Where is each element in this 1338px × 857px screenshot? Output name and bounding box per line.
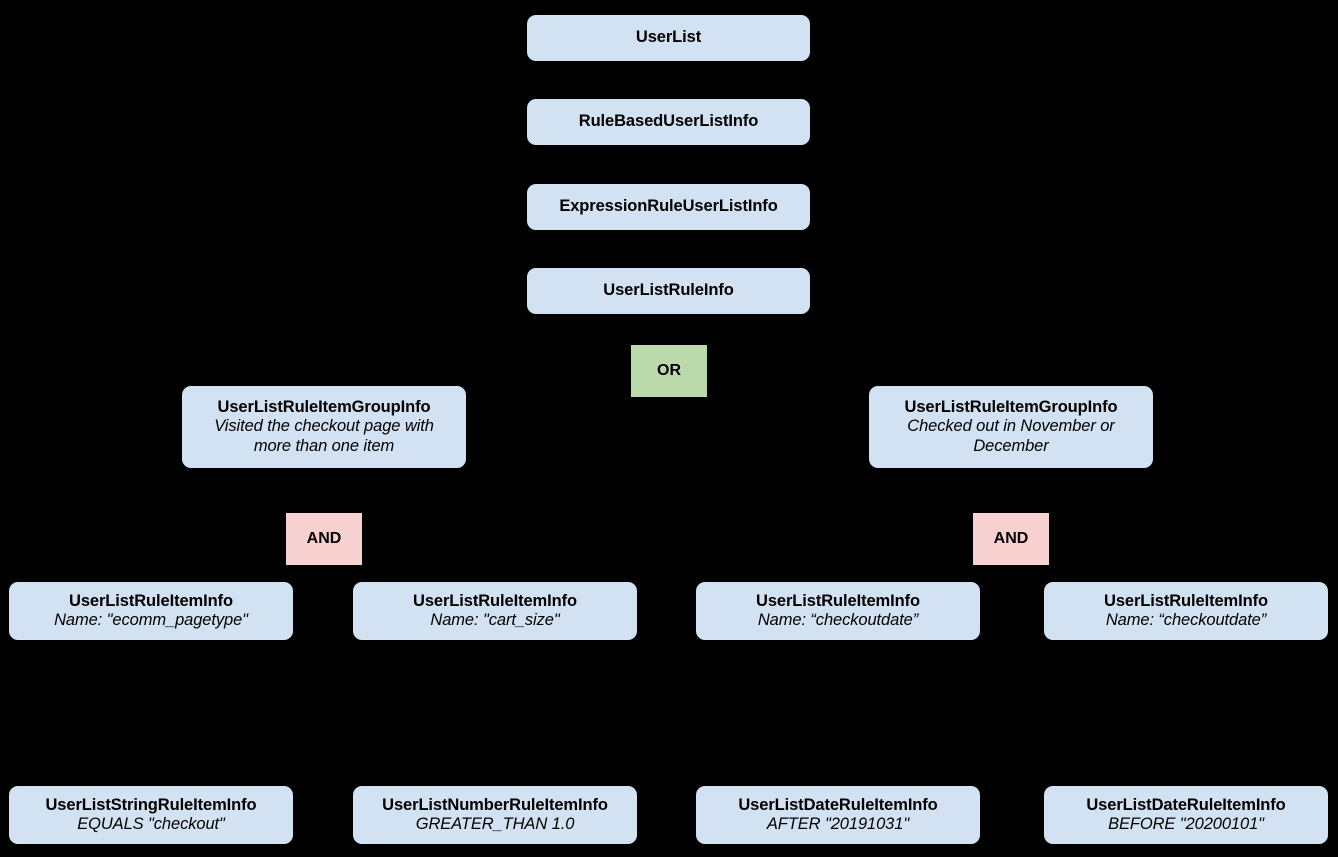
operator-label: AND	[306, 529, 342, 547]
node-subtitle: Name: “checkoutdate”	[757, 611, 919, 629]
node-rule-based-user-list-info[interactable]: RuleBasedUserListInfo	[527, 99, 810, 145]
node-user-list-rule-info[interactable]: UserListRuleInfo	[527, 268, 810, 314]
node-leaf-string-rule[interactable]: UserListStringRuleItemInfo EQUALS "check…	[9, 786, 293, 844]
node-leaf-date-rule-after[interactable]: UserListDateRuleItemInfo AFTER "20191031…	[696, 786, 980, 844]
node-title: UserList	[635, 28, 702, 47]
node-group-left[interactable]: UserListRuleItemGroupInfo Visited the ch…	[182, 386, 466, 468]
node-subtitle: BEFORE "20200101"	[1108, 815, 1264, 833]
node-leaf-date-rule-before[interactable]: UserListDateRuleItemInfo BEFORE "2020010…	[1044, 786, 1328, 844]
operator-label: OR	[657, 361, 681, 379]
node-title: UserListDateRuleItemInfo	[1086, 795, 1286, 814]
node-subtitle: Name: "cart_size"	[430, 611, 560, 629]
node-subtitle: Visited the checkout page with more than…	[214, 417, 434, 455]
operator-or[interactable]: OR	[631, 345, 707, 397]
node-leaf-number-rule[interactable]: UserListNumberRuleItemInfo GREATER_THAN …	[353, 786, 637, 844]
node-subtitle: EQUALS "checkout"	[77, 815, 225, 833]
node-title: UserListRuleItemInfo	[413, 591, 577, 610]
node-title: UserListRuleItemInfo	[1104, 591, 1268, 610]
node-title: UserListRuleItemInfo	[69, 591, 233, 610]
operator-and-right[interactable]: AND	[973, 513, 1049, 565]
node-rule-item-3[interactable]: UserListRuleItemInfo Name: “checkoutdate…	[696, 582, 980, 640]
operator-label: AND	[993, 529, 1029, 547]
node-group-right[interactable]: UserListRuleItemGroupInfo Checked out in…	[869, 386, 1153, 468]
node-rule-item-1[interactable]: UserListRuleItemInfo Name: "ecomm_pagety…	[9, 582, 293, 640]
node-rule-item-4[interactable]: UserListRuleItemInfo Name: “checkoutdate…	[1044, 582, 1328, 640]
node-title: UserListRuleItemGroupInfo	[904, 398, 1118, 417]
node-title: UserListNumberRuleItemInfo	[382, 795, 608, 814]
node-subtitle: Checked out in November or December	[907, 417, 1115, 455]
node-title: UserListStringRuleItemInfo	[45, 795, 257, 814]
node-title: ExpressionRuleUserListInfo	[559, 197, 778, 216]
node-rule-item-2[interactable]: UserListRuleItemInfo Name: "cart_size"	[353, 582, 637, 640]
node-title: UserListRuleItemInfo	[756, 591, 920, 610]
node-title: UserListRuleItemGroupInfo	[217, 398, 431, 417]
node-subtitle: Name: “checkoutdate”	[1105, 611, 1267, 629]
node-title: UserListRuleInfo	[603, 281, 734, 300]
node-subtitle: Name: "ecomm_pagetype"	[54, 611, 248, 629]
operator-and-left[interactable]: AND	[286, 513, 362, 565]
node-title: RuleBasedUserListInfo	[578, 112, 759, 131]
node-user-list[interactable]: UserList	[527, 15, 810, 61]
node-expression-rule-user-list-info[interactable]: ExpressionRuleUserListInfo	[527, 184, 810, 230]
node-title: UserListDateRuleItemInfo	[738, 795, 938, 814]
node-subtitle: AFTER "20191031"	[766, 815, 910, 833]
node-subtitle: GREATER_THAN 1.0	[415, 815, 575, 833]
